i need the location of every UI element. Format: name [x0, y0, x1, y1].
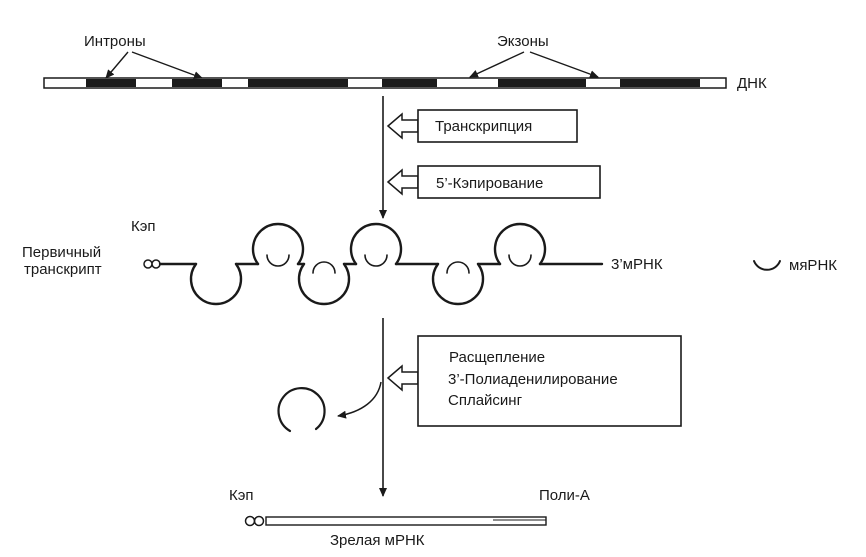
- transcription-label: Транскрипция: [435, 118, 532, 135]
- primary-transcript-label-line2: транскрипт: [24, 261, 102, 278]
- cleavage-label: Расщепление: [449, 349, 545, 366]
- intron-segment: [86, 79, 136, 87]
- transcription-box: [417, 109, 578, 143]
- introns-pointer-arrows: [105, 51, 203, 79]
- capping-box: [417, 165, 601, 199]
- cap-label-top: Кэп: [131, 218, 156, 235]
- excised-intron-loop: [277, 387, 326, 433]
- intron-segment: [498, 79, 586, 87]
- mature-mrna-strand: [265, 516, 547, 526]
- mature-mrna-label: Зрелая мРНК: [330, 532, 425, 549]
- intron-segment: [248, 79, 348, 87]
- primary-transcript-label-line1: Первичный: [22, 244, 101, 261]
- exons-pointer-arrows: [469, 51, 599, 78]
- intron-segment: [620, 79, 700, 87]
- mature-cap-icon: [244, 515, 265, 527]
- polyadenylation-label: 3’-Полиаденилирование: [448, 371, 618, 388]
- excision-arrow: [337, 381, 382, 419]
- snrna-legend-icon: [753, 260, 781, 271]
- capping-pointer: [386, 168, 419, 196]
- snrna-arcs: [266, 254, 532, 274]
- mrna-3-label: 3’мРНК: [611, 256, 663, 273]
- dna-strand: [43, 77, 727, 89]
- processing-box: [417, 335, 682, 427]
- introns-label: Интроны: [84, 33, 146, 50]
- intron-segment: [172, 79, 222, 87]
- processing-pointer: [386, 364, 419, 392]
- intron-segment: [382, 79, 437, 87]
- transcription-pointer: [386, 112, 419, 140]
- cap-label-bottom: Кэп: [229, 487, 254, 504]
- splicing-label: Сплайсинг: [448, 392, 523, 409]
- exons-label: Экзоны: [497, 33, 549, 50]
- dna-label: ДНК: [737, 75, 767, 92]
- polya-label: Поли-А: [539, 487, 590, 504]
- cap-icon: [143, 259, 161, 269]
- capping-label: 5’-Кэпирование: [436, 175, 543, 192]
- snrna-label: мяРНК: [789, 257, 837, 274]
- primary-transcript-strand: [158, 222, 604, 306]
